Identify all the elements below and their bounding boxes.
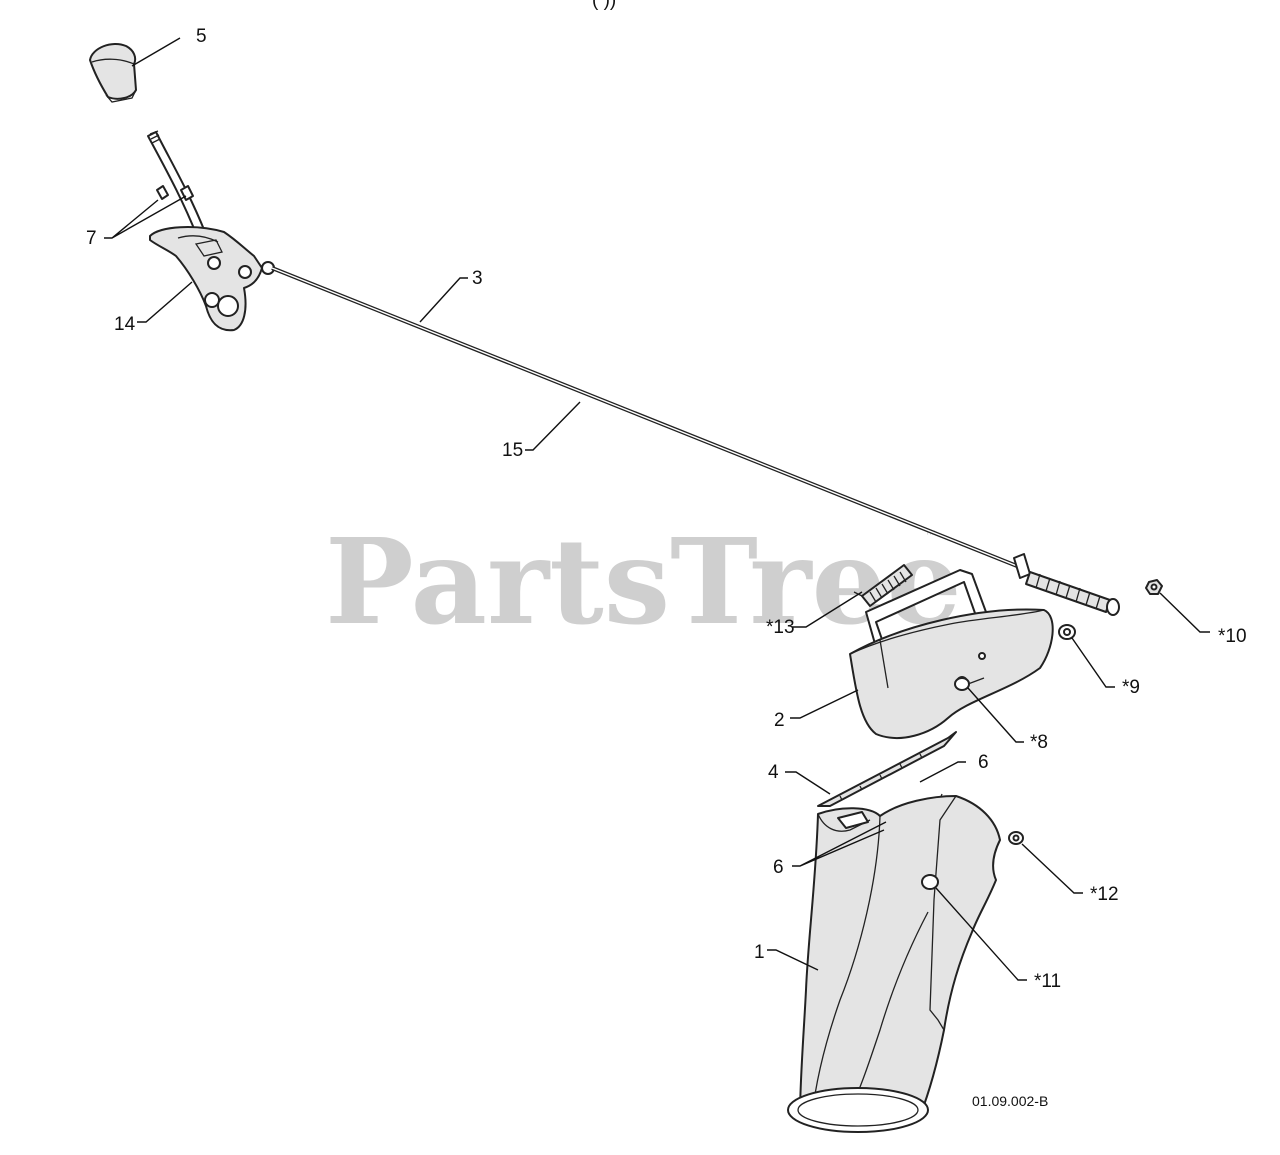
callout-6-top: 6 (978, 752, 989, 773)
callout-9: *9 (1122, 677, 1140, 698)
part-nut-10 (1145, 579, 1163, 595)
callout-2: 2 (774, 710, 785, 731)
partstree-watermark: PartsTree ™ (325, 512, 962, 651)
leader-lines (104, 37, 1210, 981)
callout-12: *12 (1090, 884, 1119, 905)
callout-7: 7 (86, 228, 97, 249)
watermark-trademark: ™ (925, 529, 936, 541)
callout-10: *10 (1218, 626, 1247, 647)
callout-15: 15 (502, 440, 523, 461)
part-nut-12 (1008, 831, 1024, 845)
part-pin-8 (954, 677, 985, 691)
part-shift-bracket (149, 226, 275, 332)
callout-13: *13 (766, 617, 795, 638)
callout-11: *11 (1034, 971, 1061, 992)
callout-3: 3 (472, 268, 483, 289)
callout-labels: 5 7 14 3 15 *13 *10 *9 *8 2 4 6 6 *12 *1… (86, 26, 1247, 992)
part-lever-rod (147, 130, 206, 237)
part-knob (89, 42, 137, 103)
part-washer-9 (1058, 624, 1076, 640)
callout-6-bottom: 6 (773, 857, 784, 878)
callout-1: 1 (754, 942, 765, 963)
watermark-text: PartsTree (325, 512, 962, 651)
part-spring (853, 564, 913, 607)
callout-5: 5 (196, 26, 207, 47)
diagram-reference-code: 01.09.002-B (972, 1093, 1048, 1109)
callout-14: 14 (114, 314, 136, 335)
part-deflector (849, 569, 1054, 739)
header-partial-text: ( )) (592, 0, 616, 11)
callout-8: *8 (1030, 732, 1048, 753)
part-plate (817, 731, 957, 807)
part-control-cable (271, 266, 1120, 616)
part-chute (787, 795, 1001, 1133)
callout-4: 4 (768, 762, 779, 783)
